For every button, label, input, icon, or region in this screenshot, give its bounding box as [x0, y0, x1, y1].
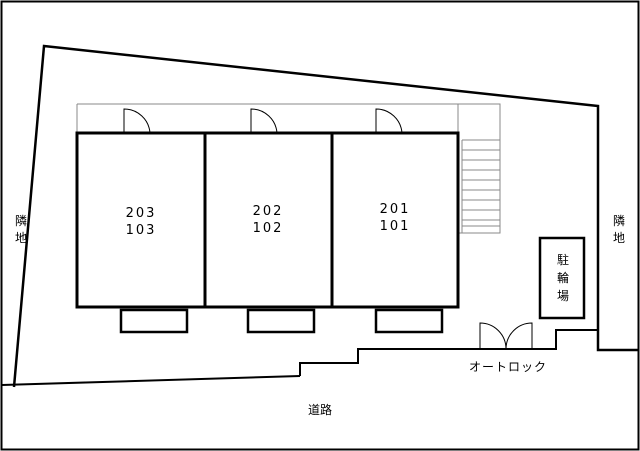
unit-202-102: [203, 131, 334, 309]
bike-parking-label-1: 駐: [557, 252, 569, 267]
right-neighbor-label-2: 地: [613, 231, 625, 245]
left-neighbor-label-1: 隣: [15, 213, 27, 228]
unit-upper-202: 202: [253, 204, 284, 219]
autolock-door: [479, 322, 533, 350]
unit-lower-102: 102: [253, 221, 284, 236]
unit-upper-203: 203: [126, 206, 157, 221]
road-edge-step: [299, 329, 598, 376]
bike-parking-label-2: 輪: [557, 270, 569, 285]
autolock-label: オートロック: [469, 360, 547, 374]
stairs: [458, 103, 501, 234]
unit-doors: [123, 108, 403, 134]
road-label: 道路: [308, 402, 332, 417]
road-edge-left: [1, 375, 301, 386]
bike-parking-label-3: 場: [557, 289, 569, 303]
left-neighbor-label-2: 地: [15, 231, 27, 245]
unit-201-101: [330, 131, 460, 309]
unit-upper-201: 201: [380, 202, 411, 217]
right-neighbor-label-1: 隣: [613, 213, 625, 228]
unit-lower-101: 101: [380, 219, 411, 234]
balcony-101: [374, 308, 444, 334]
balcony-102: [246, 308, 316, 334]
balcony-103: [119, 308, 189, 334]
unit-lower-103: 103: [126, 223, 157, 238]
bicycle-parking: [538, 236, 586, 320]
property-boundary: [12, 44, 638, 388]
